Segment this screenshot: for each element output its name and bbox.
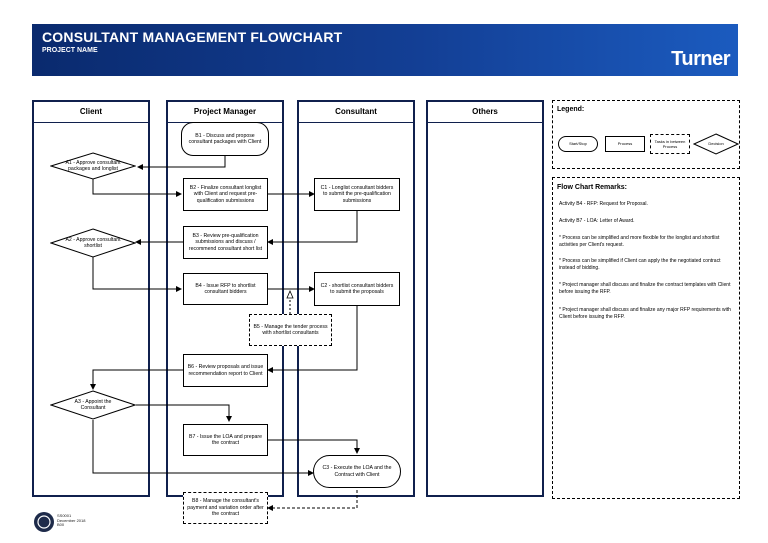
legend-panel: Legend: Start/Stop Process Tasks in betw… [552,100,740,169]
node-a1: A1 - Approve consultant packages and lon… [65,159,121,172]
annotation-triangle-icon [286,289,294,299]
node-c1: C1 - Longlist consultant bidders to subm… [314,178,400,211]
legend-process: Process [605,136,645,152]
node-b8: B8 - Manage the consultant's payment and… [183,492,268,524]
legend-start-stop: Start/Stop [558,136,598,152]
remark-item: * Process can be simplified if Client ca… [559,258,721,271]
remark-item: * Project manager shall discuss and fina… [559,307,731,320]
node-b4: B4 - Issue RFP to shortlist consultant b… [183,273,268,305]
node-b6: B6 - Review proposals and issue recommen… [183,354,268,387]
footer-line-3: B00 [57,522,65,528]
legend-title: Legend: [557,106,585,113]
node-c3: C3 - Execute the LOA and the Contract wi… [313,455,401,488]
remarks-title: Flow Chart Remarks: [557,184,628,191]
legend-tasks-between: Tasks in between Process [650,134,690,154]
node-b5: B5 - Manage the tender process with shor… [249,314,332,346]
remark-item: * Project manager shall discuss and fina… [559,282,731,295]
footer-logo-icon [34,512,54,532]
footer-info: SS0001 December 2018 B00 [57,513,86,528]
node-b7: B7 - Issue the LOA and prepare the contr… [183,424,268,456]
node-a2-decision [50,228,136,258]
node-a3: A3 - Appoint the Consultant [74,398,112,411]
footer-line-2: December 2018 [57,517,86,523]
node-b2: B2 - Finalize consultant longlist with C… [183,178,268,211]
footer-line-1: SS0001 [57,513,72,518]
page-title: CONSULTANT MANAGEMENT FLOWCHART [42,29,343,45]
legend-decision: Decision [708,140,724,146]
lane-others-header: Others [428,102,542,123]
lane-consultant-header: Consultant [299,102,413,123]
node-a3-decision [50,390,136,420]
project-name: PROJECT NAME [42,47,98,54]
remarks-panel: Flow Chart Remarks: Activity B4 - RFP: R… [552,177,740,499]
header-banner: CONSULTANT MANAGEMENT FLOWCHART PROJECT … [32,24,738,76]
lane-client-header: Client [34,102,148,123]
node-c2: C2 - shortlist consultant bidders to sub… [314,272,400,306]
node-b3: B3 - Review pre-qualification submission… [183,226,268,259]
node-a1-decision [50,152,136,180]
lane-others: Others [426,100,544,497]
node-a2: A2 - Approve consultant shortlist [65,236,121,249]
remark-item: Activity B7 - LOA: Letter of Award. [559,218,635,224]
node-b1: B1 - Discuss and propose consultant pack… [181,122,269,156]
lane-project-manager-header: Project Manager [168,102,282,123]
brand-logo: Turner [671,48,730,70]
remark-item: Activity B4 - RFP: Request for Proposal. [559,201,648,207]
legend-decision-shape [693,133,739,155]
remark-item: * Process can be simplified and more fle… [559,235,720,248]
